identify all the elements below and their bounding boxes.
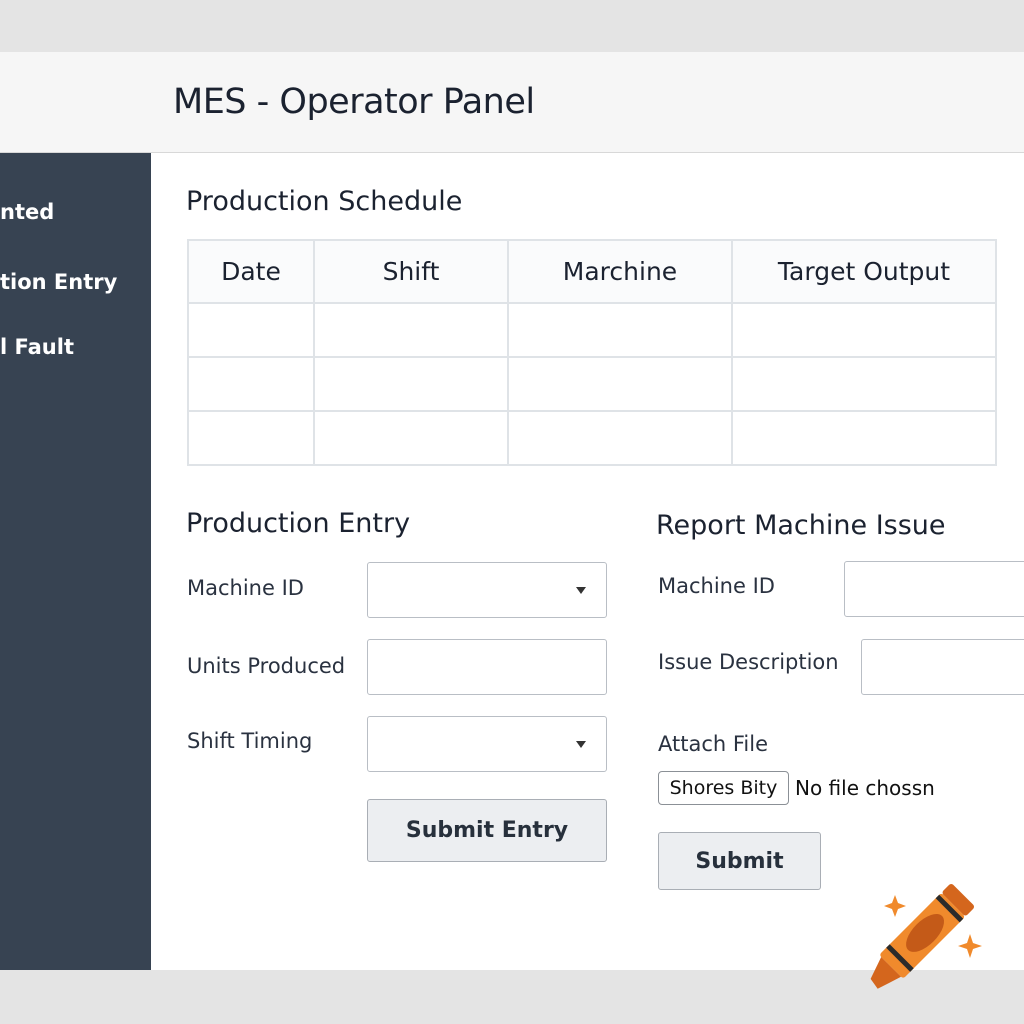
units-produced-input[interactable]	[367, 639, 607, 695]
sidebar-item-production-entry[interactable]: tion Entry	[0, 270, 118, 294]
sidebar: nted tion Entry l Fault	[0, 153, 151, 970]
cell	[187, 356, 315, 412]
page-title: MES - Operator Panel	[173, 82, 535, 122]
issue-machine-id-input[interactable]	[844, 561, 1024, 617]
col-machine: Marchine	[507, 239, 733, 304]
production-entry-title: Production Entry	[186, 508, 411, 539]
choose-file-button[interactable]: Shores Bity	[658, 771, 789, 805]
shift-timing-select[interactable]	[367, 716, 607, 772]
crayon-logo-icon	[870, 883, 982, 989]
cell	[187, 410, 315, 466]
table-header-row: Date Shift Marchine Target Output	[187, 239, 997, 304]
cell	[187, 302, 315, 358]
submit-issue-button[interactable]: Submit	[658, 832, 821, 890]
table-row	[187, 302, 997, 358]
units-produced-label: Units Produced	[187, 654, 346, 678]
chevron-down-icon	[576, 741, 586, 748]
submit-entry-button[interactable]: Submit Entry	[367, 799, 607, 862]
col-shift: Shift	[313, 239, 509, 304]
cell	[313, 356, 509, 412]
report-issue-title: Report Machine Issue	[656, 510, 946, 541]
sidebar-item-1[interactable]: nted	[0, 200, 55, 224]
cell	[313, 302, 509, 358]
cell	[731, 410, 997, 466]
cell	[507, 410, 733, 466]
cell	[313, 410, 509, 466]
shift-timing-label: Shift Timing	[187, 729, 313, 753]
app-header	[0, 52, 1024, 153]
sidebar-item-fault[interactable]: l Fault	[0, 335, 74, 359]
chevron-down-icon	[576, 587, 586, 594]
machine-id-label: Machine ID	[187, 576, 304, 600]
cell	[507, 302, 733, 358]
file-status: No file chossn	[795, 776, 935, 800]
cell	[507, 356, 733, 412]
attach-file-label: Attach File	[658, 732, 769, 756]
cell	[731, 356, 997, 412]
issue-machine-id-label: Machine ID	[658, 574, 775, 598]
table-row	[187, 356, 997, 412]
cell	[731, 302, 997, 358]
machine-id-select[interactable]	[367, 562, 607, 618]
table-row	[187, 410, 997, 466]
issue-description-input[interactable]	[861, 639, 1024, 695]
schedule-table: Date Shift Marchine Target Output	[187, 239, 997, 466]
col-date: Date	[187, 239, 315, 304]
issue-description-label: Issue Description	[658, 650, 839, 674]
schedule-title: Production Schedule	[186, 186, 463, 217]
col-target-output: Target Output	[731, 239, 997, 304]
